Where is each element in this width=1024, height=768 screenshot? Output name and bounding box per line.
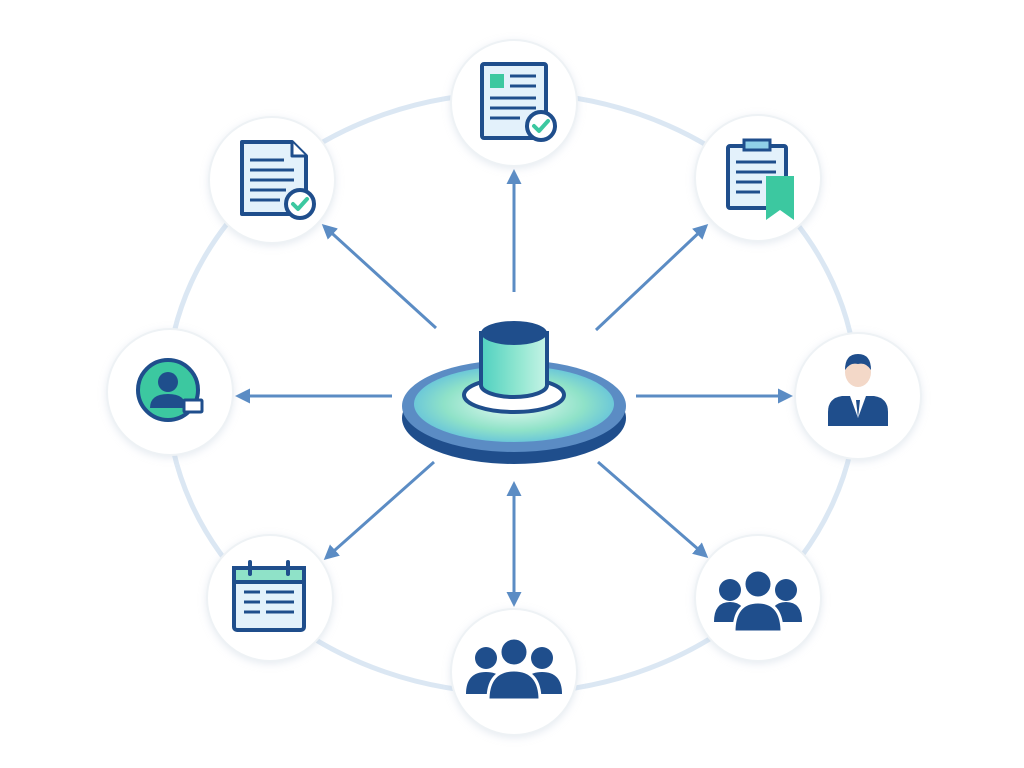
approved-document-icon xyxy=(240,140,316,220)
team-group-icon xyxy=(714,568,802,634)
clipboard-bookmark-icon xyxy=(726,138,794,220)
approved-form-icon xyxy=(480,62,557,142)
arrow-bottom-left xyxy=(323,460,435,560)
user-group-icon xyxy=(466,636,562,702)
arrow-bottom-right xyxy=(597,460,709,558)
calendar-icon xyxy=(232,560,306,632)
businessman-icon xyxy=(828,354,888,426)
database-platform-icon xyxy=(402,321,626,464)
user-profile-card-icon xyxy=(136,358,204,422)
arrow-top-left xyxy=(321,223,438,330)
arrow-top-right xyxy=(594,223,709,332)
arrows xyxy=(235,169,793,607)
